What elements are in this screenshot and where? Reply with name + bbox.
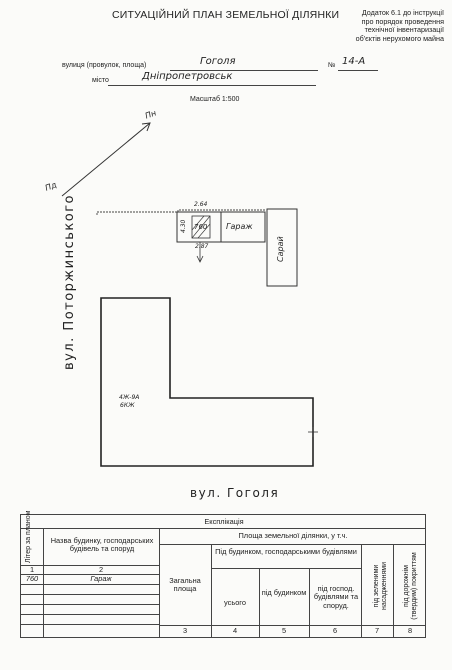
- north-arrow: [61, 122, 151, 197]
- shed-outline: [266, 208, 298, 287]
- divider: [309, 568, 310, 638]
- garage-number: 760: [194, 223, 208, 231]
- page-title: СИТУАЦІЙНИЙ ПЛАН ЗЕМЕЛЬНОЇ ДІЛЯНКИ: [112, 9, 340, 21]
- divider: [393, 544, 394, 638]
- col-under-outbuildings-header: під господ. будівлями та споруд.: [313, 584, 359, 610]
- explication-table: Експлікація Літер за планом Назва будинк…: [20, 510, 426, 638]
- street-underline: Гоголя: [170, 56, 318, 71]
- city-value: Дніпропетровськ: [142, 71, 233, 82]
- annex-note: Додаток 6.1 до інструкції про порядок пр…: [330, 8, 444, 43]
- col-name-header: Назва будинку, господарських будівель та…: [50, 536, 154, 554]
- street-left-label: вул. Поторжинського: [62, 194, 77, 370]
- annex-line: об'єктів нерухомого майна: [355, 33, 444, 43]
- number-underline: 14-А: [338, 56, 378, 71]
- row-litera: 760: [25, 574, 39, 583]
- building-label: 4Ж-9А: [119, 394, 140, 401]
- col-area-group: Площа земельної ділянки, у т.ч.: [238, 531, 348, 540]
- hatch-line: [191, 215, 211, 239]
- divider: [211, 568, 361, 569]
- divider: [259, 568, 260, 638]
- divider: [211, 544, 212, 638]
- annex-line: про порядок проведення: [361, 16, 444, 26]
- number-value: 14-А: [342, 56, 366, 67]
- main-building: [100, 297, 314, 467]
- col-all-header: усього: [224, 598, 246, 607]
- num-8: 8: [407, 626, 413, 635]
- street-bottom-label: вул. Гоголя: [190, 486, 280, 500]
- num-7: 7: [374, 626, 380, 635]
- col-built-group: Під будинком, господарськими будівлями: [215, 547, 357, 556]
- num-5: 5: [281, 626, 287, 635]
- table-title: Експлікація: [204, 517, 244, 526]
- garage-inner: [191, 215, 211, 239]
- scale-label: Масштаб 1:500: [190, 96, 240, 103]
- num-3: 3: [182, 626, 188, 635]
- street-value: Гоголя: [200, 56, 236, 67]
- num-1: 1: [29, 565, 35, 574]
- divider: [159, 528, 160, 638]
- gate-arrow: [196, 255, 204, 263]
- annex-line: Додаток 6.1 до інструкції: [361, 8, 444, 17]
- city-underline: Дніпропетровськ: [108, 71, 316, 86]
- divider: [21, 594, 159, 595]
- divider: [43, 528, 44, 638]
- building-sublabel: 6КЖ: [120, 402, 135, 409]
- num-6: 6: [332, 626, 338, 635]
- col-roads-header: під дорожнім (твердим) покриттям: [403, 552, 418, 620]
- num-4: 4: [232, 626, 238, 635]
- shed-label: Сарай: [276, 236, 285, 262]
- row-name: Гараж: [90, 574, 112, 583]
- divider: [21, 528, 426, 529]
- col-total-header: Загальна площа: [169, 576, 201, 594]
- hatch-line: [197, 223, 211, 239]
- number-label: №: [328, 62, 336, 69]
- col-green-header: під зеленими насадженнями: [373, 561, 388, 611]
- garage-label: Гараж: [226, 222, 253, 231]
- divider: [21, 614, 159, 615]
- north-arrowhead: [141, 122, 151, 132]
- divider: [159, 625, 426, 626]
- garage-depth-dim: 4.30: [180, 219, 187, 233]
- divider: [21, 624, 159, 625]
- garage-extension: [220, 211, 266, 243]
- divider: [21, 584, 159, 585]
- garage-width-dim: 2.64: [194, 201, 208, 208]
- divider: [361, 544, 362, 638]
- garage-bottom-dim: 2.87: [195, 243, 209, 250]
- col-litera-header: Літер за планом: [25, 510, 32, 563]
- num-2: 2: [98, 565, 104, 574]
- divider: [21, 565, 159, 566]
- divider: [159, 544, 426, 545]
- hatch-line: [191, 215, 205, 231]
- col-under-house-header: під будинком: [261, 588, 307, 597]
- annex-line: технічної інвентаризації: [364, 25, 444, 35]
- divider: [21, 604, 159, 605]
- divider: [21, 574, 159, 575]
- street-label: вулиця (провулок, площа): [62, 62, 147, 69]
- city-label: місто: [92, 77, 109, 84]
